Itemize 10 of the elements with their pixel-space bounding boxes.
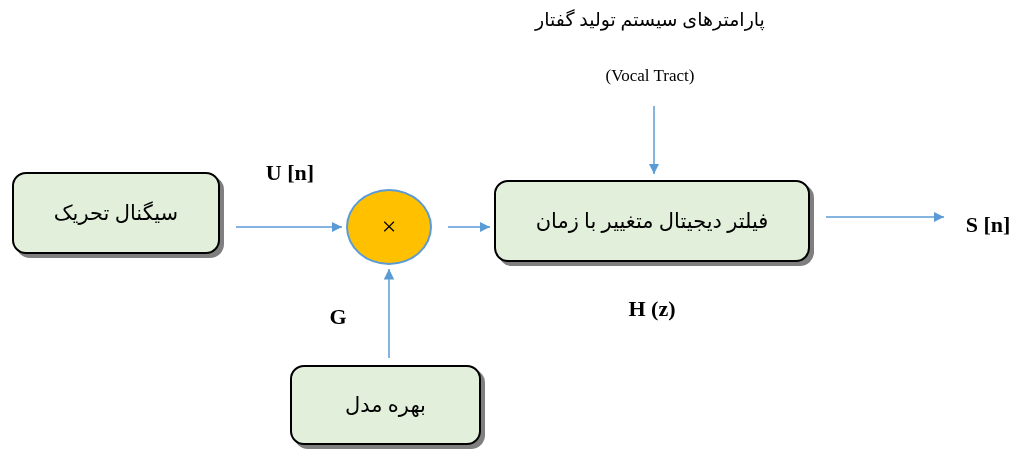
note-subtext: (Vocal Tract) [605,66,695,86]
note-text: پارامترهای سیستم تولید گفتار [535,8,765,31]
arrow [648,105,660,175]
arrow [383,268,395,359]
transfer-function-label: H (z) [627,295,677,323]
output-label: S [n] [948,208,1028,242]
arrow [235,221,343,233]
multiplier-circle: × [346,189,432,265]
arrow [447,221,491,233]
arrow [825,211,945,223]
